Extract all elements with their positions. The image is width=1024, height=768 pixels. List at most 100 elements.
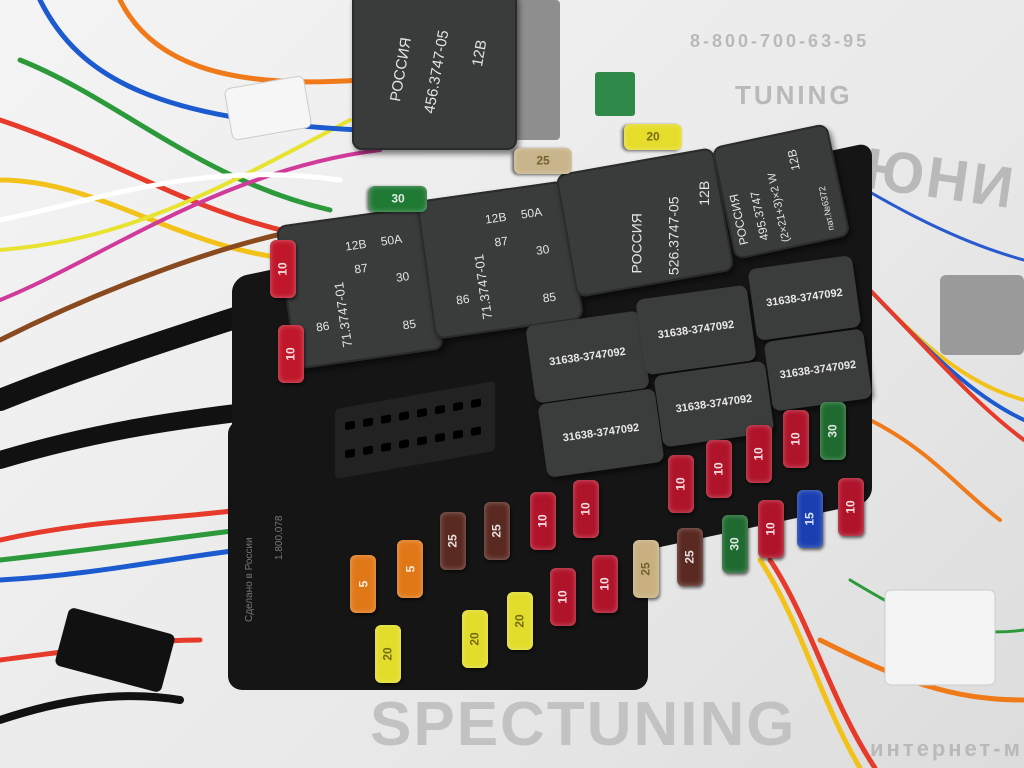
fuse-rating: 20	[512, 614, 527, 628]
fuse-10a[interactable]: 10	[746, 425, 772, 483]
fuse-10a[interactable]: 10	[592, 555, 618, 613]
mini-relay[interactable]: 31638-3747092	[747, 255, 862, 341]
relay-71-3747-01-b[interactable]: 71.3747-01 12В 50A 87 86 30 85	[415, 180, 585, 340]
connector-pin	[435, 432, 445, 443]
fuse-10a[interactable]: 10	[838, 478, 864, 536]
relay-495-3747[interactable]: РОССИЯ 495.3747 (2×21+3)×2 W 12В пат.№63…	[711, 122, 851, 261]
relay-pin-label: 85	[401, 316, 417, 333]
fuse-rating: 10	[275, 262, 290, 276]
relay-pin-label: 87	[493, 233, 509, 250]
connector-pin	[381, 414, 391, 424]
mini-relay[interactable]: 31638-3747092	[635, 284, 757, 376]
connector-pin	[399, 411, 409, 421]
relay-model: 456.3747-05	[421, 28, 453, 115]
relay-model: 526.3747-05	[665, 196, 682, 276]
fuse-10a[interactable]: 10	[270, 240, 296, 298]
connector-pin	[345, 420, 355, 431]
watermark-tagline: интернет-м	[870, 736, 1023, 761]
fuse-rating: 10	[283, 347, 298, 361]
connector-pin	[453, 401, 463, 412]
relay-brand: РОССИЯ	[387, 36, 415, 103]
relay-voltage: 12В	[695, 180, 712, 206]
fuse-rating: 30	[727, 537, 742, 551]
fuse-rating: 25	[682, 550, 697, 564]
fuse-rating: 20	[380, 647, 395, 661]
fuse-rating: 30	[391, 191, 405, 206]
mini-relay[interactable]: 31638-3747092	[525, 310, 650, 404]
connector-pin	[417, 435, 427, 446]
fuse-rating: 20	[646, 129, 660, 144]
fuse-10a[interactable]: 10	[783, 410, 809, 468]
fuse-30a[interactable]: 30	[820, 402, 846, 460]
connector-pin	[435, 404, 445, 415]
relay-model: 71.3747-01	[331, 281, 356, 349]
connector-pin	[399, 439, 409, 449]
relay-patent: пат.№6372	[816, 185, 837, 232]
fuse-rating: 10	[751, 447, 766, 461]
fuse-rating: 15	[802, 512, 817, 526]
fuse-10a[interactable]: 10	[668, 455, 694, 513]
relay-pin-label: 30	[535, 242, 551, 258]
fuse-30a[interactable]: 30	[722, 515, 748, 573]
connector-pin	[381, 442, 391, 452]
watermark-brand-bottom: SPECTUNING	[370, 690, 797, 759]
fuse-rating: 10	[788, 432, 803, 446]
fuse-rating: 10	[843, 500, 858, 514]
relay-pin-label: 30	[395, 269, 411, 285]
watermark-phone: 8-800-700-63-95	[690, 31, 870, 51]
fuse-rating: 25	[638, 562, 653, 576]
relay-model: 71.3747-01	[471, 253, 496, 321]
connector-pin	[417, 407, 427, 418]
fuse-10a[interactable]: 10	[758, 500, 784, 558]
fuse-15a[interactable]: 15	[797, 490, 823, 548]
connector-pin	[363, 445, 373, 456]
fuse-10a[interactable]: 10	[278, 325, 304, 383]
relay-pin-label: 87	[353, 260, 369, 277]
fuse-rating: 25	[536, 153, 550, 168]
relay-voltage: 12В	[784, 148, 803, 172]
fuse-rating: 30	[825, 424, 840, 438]
fuse-10a[interactable]: 10	[706, 440, 732, 498]
fuse-30a[interactable]: 30	[369, 186, 427, 212]
relay-brand: РОССИЯ	[628, 213, 645, 274]
relay-model: 495.3747	[747, 190, 772, 242]
relay-brand: РОССИЯ	[726, 192, 752, 247]
fuse-rating: 5	[403, 565, 417, 573]
fuse-rating: 10	[535, 514, 550, 528]
fuse-20a[interactable]: 20	[462, 610, 488, 668]
fuse-20a[interactable]: 20	[375, 625, 401, 683]
fuse-25a[interactable]: 25	[633, 540, 659, 598]
relay-456-3747-05[interactable]: РОССИЯ 456.3747-05 12В	[352, 0, 517, 150]
mini-relay[interactable]: 31638-3747092	[763, 328, 873, 412]
relay-pin-label: 85	[541, 289, 557, 306]
relay-pin-label: 86	[315, 318, 331, 335]
housing-part-number: 1.800.078	[274, 515, 285, 561]
fuse-rating: 10	[578, 502, 593, 516]
fuse-5a[interactable]: 5	[350, 555, 376, 613]
fuse-20a[interactable]: 20	[507, 592, 533, 650]
connector-pin	[471, 426, 481, 437]
housing-made-in: Сделано в России	[244, 537, 255, 622]
fuse-rating: 5	[356, 580, 370, 588]
connector-pin	[453, 429, 463, 440]
fuse-rating: 10	[673, 477, 688, 491]
fuse-25a[interactable]: 25	[484, 502, 510, 560]
relay-voltage: 12В	[344, 236, 368, 254]
fuse-25a[interactable]: 25	[440, 512, 466, 570]
connector-pin	[363, 417, 373, 428]
relay-voltage: 12В	[484, 209, 508, 227]
fuse-25a[interactable]: 25	[514, 148, 572, 174]
fuse-5a[interactable]: 5	[397, 540, 423, 598]
fuse-10a[interactable]: 10	[530, 492, 556, 550]
relay-pin-label: 86	[455, 291, 471, 308]
connector-pin	[471, 398, 481, 409]
fuse-10a[interactable]: 10	[550, 568, 576, 626]
fuse-rating: 10	[711, 462, 726, 476]
fuse-25a[interactable]: 25	[677, 528, 703, 586]
fuse-20a[interactable]: 20	[624, 124, 682, 150]
fuse-10a[interactable]: 10	[573, 480, 599, 538]
relay-current: 50A	[379, 231, 403, 249]
fuse-rating: 20	[467, 632, 482, 646]
